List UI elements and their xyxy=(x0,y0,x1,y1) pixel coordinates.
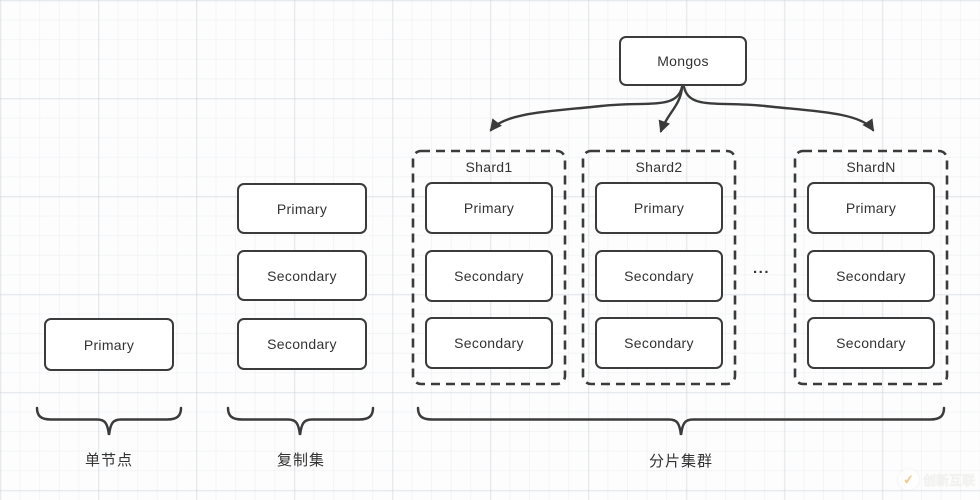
shard1-secondary1-label: Secondary xyxy=(454,268,524,284)
replica-secondary1-label: Secondary xyxy=(267,267,337,284)
shardN-title: ShardN xyxy=(846,159,896,175)
shard1-title: Shard1 xyxy=(465,159,513,175)
shard2-title: Shard2 xyxy=(635,159,683,175)
single-primary-label: Primary xyxy=(83,336,135,353)
arrow-mongos-to-shard2 xyxy=(658,85,684,133)
single-node-group-label: 单节点 xyxy=(84,452,134,469)
shard2-secondary1-node: Secondary xyxy=(595,250,723,302)
shard1-secondary1-node: Secondary xyxy=(425,250,553,302)
arrow-mongos-to-shardN xyxy=(682,85,875,132)
replica-primary-label: Primary xyxy=(276,200,328,217)
replica-secondary2-node: Secondary xyxy=(237,318,367,370)
brace-replica-set xyxy=(226,406,375,436)
shard1-secondary2-label: Secondary xyxy=(454,335,524,351)
shard1-secondary2-node: Secondary xyxy=(425,317,553,369)
replica-set-group-label: 复制集 xyxy=(276,452,326,469)
watermark-text: 创新互联 xyxy=(923,473,976,488)
brace-single-node xyxy=(35,406,183,436)
shardN-secondary2-label: Secondary xyxy=(836,335,906,351)
shardN-secondary2-node: Secondary xyxy=(807,317,935,369)
more-shards-ellipsis: ... xyxy=(753,260,771,277)
shardN-primary-node: Primary xyxy=(807,182,935,234)
mongos-label: Mongos xyxy=(657,53,709,69)
brace-sharded-cluster xyxy=(416,406,946,436)
shard1-primary-node: Primary xyxy=(425,182,553,234)
replica-secondary1-node: Secondary xyxy=(237,250,367,301)
shard2-secondary2-label: Secondary xyxy=(624,335,694,351)
watermark: ✔ 创新互联 xyxy=(896,467,976,492)
shard2-secondary1-label: Secondary xyxy=(624,268,694,284)
shard2-primary-node: Primary xyxy=(595,182,723,234)
sharded-cluster-group-label: 分片集群 xyxy=(648,453,714,470)
shardN-secondary1-node: Secondary xyxy=(807,250,935,302)
shard2-secondary2-node: Secondary xyxy=(595,317,723,369)
shard2-primary-label: Primary xyxy=(633,200,685,216)
shard1-primary-label: Primary xyxy=(463,200,515,216)
shardN-primary-label: Primary xyxy=(845,200,897,216)
single-primary-node: Primary xyxy=(44,318,174,371)
mongos-node: Mongos xyxy=(619,36,747,86)
replica-primary-node: Primary xyxy=(237,183,367,234)
check-circle-icon: ✔ xyxy=(896,467,921,492)
shardN-secondary1-label: Secondary xyxy=(836,268,906,284)
arrow-mongos-to-shard1 xyxy=(489,85,684,132)
replica-secondary2-label: Secondary xyxy=(267,336,337,352)
